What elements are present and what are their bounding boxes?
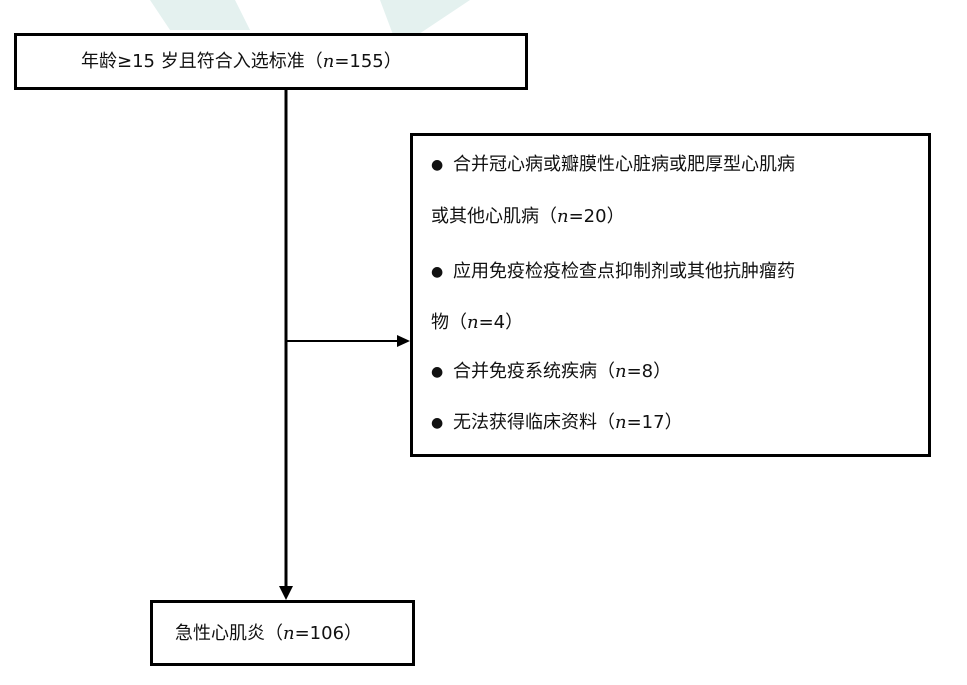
right-arrowhead (397, 335, 410, 347)
result-text: 急性心肌炎（n=106） (175, 623, 362, 645)
bullet-icon: ● (431, 157, 444, 173)
inclusion-label: 年龄≥15 岁且符合入选标准（ (81, 51, 323, 72)
result-count: =106） (294, 623, 363, 644)
exclusion-item-2-count: =4） (478, 312, 524, 333)
bullet-icon: ● (431, 364, 444, 380)
inclusion-text: 年龄≥15 岁且符合入选标准（n=155） (81, 51, 402, 73)
inclusion-count: =155） (334, 51, 402, 72)
inclusion-box: 年龄≥15 岁且符合入选标准（n=155） (14, 33, 528, 90)
result-box: 急性心肌炎（n=106） (150, 600, 415, 666)
exclusion-item-2-line1: 应用免疫检疫检查点抑制剂或其他抗肿瘤药 (453, 261, 795, 282)
n-symbol: n (467, 312, 479, 333)
exclusion-item-3-count: =8） (626, 361, 672, 382)
down-arrowhead (279, 586, 293, 600)
exclusion-item-1-cont: 或其他心肌病（n=20） (431, 206, 625, 228)
bullet-icon: ● (431, 415, 444, 431)
exclusion-box: ●合并冠心病或瓣膜性心脏病或肥厚型心肌病 或其他心肌病（n=20） ●应用免疫检… (410, 133, 931, 457)
result-label: 急性心肌炎（ (175, 623, 283, 644)
exclusion-item-1-line2: 或其他心肌病（ (431, 206, 557, 227)
exclusion-item-3-label: 合并免疫系统疾病（ (453, 361, 615, 382)
exclusion-item-4-label: 无法获得临床资料（ (453, 412, 615, 433)
n-symbol: n (322, 51, 335, 72)
exclusion-item-1-line1: 合并冠心病或瓣膜性心脏病或肥厚型心肌病 (453, 154, 795, 175)
n-symbol: n (615, 412, 627, 433)
exclusion-item-2: ● 应用免疫检疫检查点抑制剂或其他抗肿瘤药 (431, 261, 795, 283)
exclusion-item-1: ● 合并冠心病或瓣膜性心脏病或肥厚型心肌病 (431, 154, 795, 176)
n-symbol: n (283, 623, 295, 644)
exclusion-item-3: ● 合并免疫系统疾病（n=8） (431, 361, 671, 383)
exclusion-item-4: ● 无法获得临床资料（n=17） (431, 412, 683, 434)
bullet-icon: ● (431, 264, 444, 280)
n-symbol: n (557, 206, 569, 227)
exclusion-item-4-count: =17） (626, 412, 683, 433)
exclusion-item-2-cont: 物（n=4） (431, 312, 523, 334)
exclusion-item-2-line2: 物（ (431, 312, 467, 333)
n-symbol: n (615, 361, 627, 382)
exclusion-item-1-count: =20） (568, 206, 625, 227)
